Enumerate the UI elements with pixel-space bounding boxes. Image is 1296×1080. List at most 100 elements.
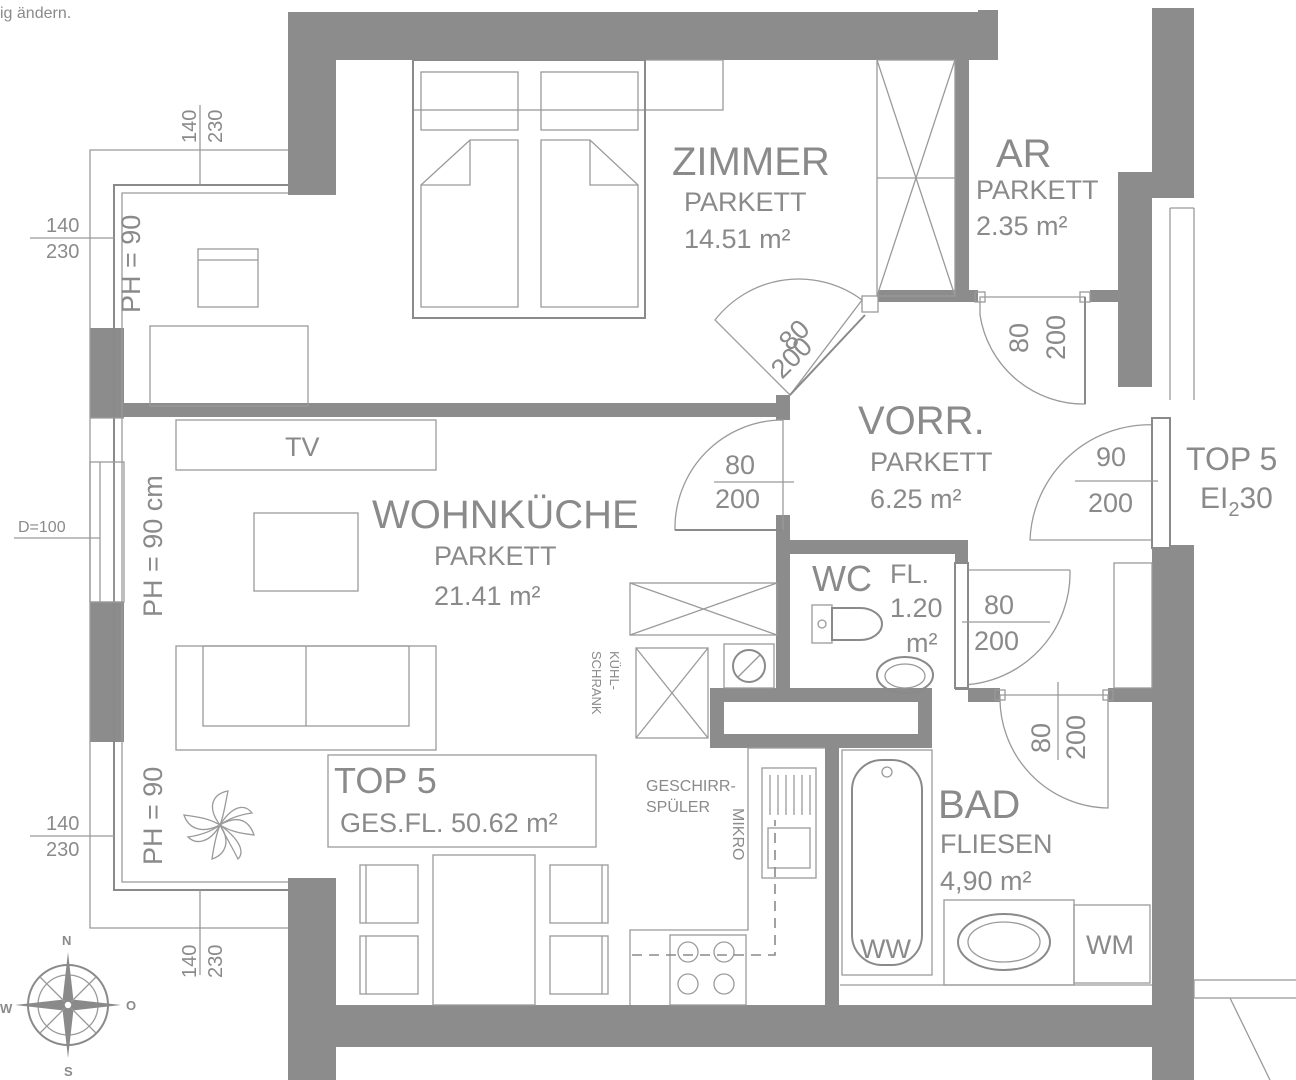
win-left-lower-a: 140: [46, 813, 79, 835]
room-bad-area: 4,90 m²: [940, 866, 1032, 896]
ph-upper: PH = 90: [116, 215, 146, 313]
walls: [90, 8, 1194, 1080]
bath-sink: [943, 899, 1075, 986]
room-bad-name: BAD: [938, 783, 1020, 827]
wall-top: [288, 12, 998, 60]
room-wc-floor: FL.: [890, 559, 929, 589]
unit-door-rating: EI230: [1200, 482, 1273, 521]
wall-zimmer-wohn: [120, 403, 785, 417]
bathtub: [841, 749, 933, 976]
win-left-upper-a: 140: [46, 215, 79, 237]
shoe-cabinet: [1113, 562, 1153, 689]
header-note: ig ändern.: [0, 5, 71, 22]
door-wohn[interactable]: 80 200: [674, 419, 794, 531]
door-entry[interactable]: 90 200: [1029, 417, 1171, 549]
door-zimmer[interactable]: 80 200: [714, 278, 879, 396]
win-top-b: 230: [205, 110, 227, 143]
cooktop: [669, 934, 747, 1006]
micro-label: MIKRO: [729, 808, 746, 860]
door-wc[interactable]: 80 200: [954, 562, 1071, 689]
room-zimmer-area: 14.51 m²: [684, 224, 791, 254]
desk: [149, 325, 309, 407]
dishwasher-label-1: GESCHIRR-: [646, 778, 736, 795]
washing-machine: [1073, 904, 1151, 984]
wall-right-lower: [1152, 545, 1194, 1080]
kitchen-counter: [629, 747, 825, 1005]
room-bad-floor: FLIESEN: [940, 829, 1053, 859]
dishwasher-label-2: SPÜLER: [646, 798, 710, 816]
compass-n: N: [62, 933, 71, 948]
room-wohn-floor: PARKETT: [434, 541, 557, 571]
compass-icon: [15, 952, 121, 1058]
wc-sink: [876, 656, 934, 694]
door-wc-h: 200: [974, 626, 1019, 656]
coffee-table: [253, 512, 359, 592]
win-top-a: 140: [179, 110, 201, 143]
ph-middle: PH = 90 cm: [138, 475, 168, 617]
tv-label: TV: [285, 432, 320, 462]
fridge: [635, 647, 709, 739]
wm-label: WM: [1086, 930, 1134, 960]
room-zimmer-floor: PARKETT: [684, 187, 807, 217]
sofa: [175, 645, 437, 751]
dishwasher-outline: [632, 820, 776, 956]
door-entry-w: 90: [1096, 442, 1126, 472]
unit-door-label: TOP 5: [1186, 441, 1277, 477]
wall-zimmer-ar: [955, 60, 969, 295]
room-ar-name: AR: [996, 132, 1052, 176]
door-bad[interactable]: 80 200: [994, 682, 1114, 809]
room-zimmer-name: ZIMMER: [672, 140, 830, 184]
room-wohn-area: 21.41 m²: [434, 581, 541, 611]
room-ar-area: 2.35 m²: [976, 211, 1068, 241]
fridge-label-1: KÜHL-: [607, 651, 622, 690]
room-vorr-area: 6.25 m²: [870, 484, 962, 514]
win-left-lower-b: 230: [46, 839, 79, 861]
tv-board: [175, 419, 437, 471]
wall-wc-top: [776, 540, 968, 554]
compass-s: S: [64, 1064, 73, 1079]
chairs: [359, 864, 609, 995]
door-ar[interactable]: 80 200: [974, 291, 1091, 405]
door-wc-w: 80: [984, 590, 1014, 620]
dining-table: [432, 854, 536, 1006]
door-wohn-h: 200: [715, 484, 760, 514]
water-heater: [723, 643, 775, 689]
window-dims: 140 230 140 230 D=100 140 230 140 230: [14, 105, 227, 978]
fridge-label-2: SCHRANK: [589, 651, 604, 715]
ph-lower: PH = 90: [138, 767, 168, 865]
door-bad-h: 200: [1061, 715, 1091, 760]
wall-right-upper: [1152, 8, 1194, 198]
room-wc-area-value: 1.20: [890, 593, 943, 623]
kitchen-sink: [761, 767, 817, 879]
wardrobe: [876, 59, 956, 297]
plant-icon: [183, 790, 255, 861]
wall-wc-left: [776, 540, 790, 690]
room-wc-area-unit: m²: [906, 628, 937, 658]
unit-total-area: GES.FL. 50.62 m²: [340, 808, 558, 838]
toilet: [811, 604, 883, 644]
door-entry-h: 200: [1088, 488, 1133, 518]
room-ar-floor: PARKETT: [976, 175, 1099, 205]
compass-o: O: [126, 998, 136, 1013]
unit-summary-box: [327, 754, 597, 848]
door-ar-w: 80: [1004, 323, 1034, 353]
room-wc-name: WC: [812, 558, 872, 599]
wall-bottom-left-pier: [288, 878, 336, 1080]
win-left-upper-b: 230: [46, 241, 79, 263]
win-bottom-a: 140: [179, 945, 201, 978]
wall-left-pier-lower: [90, 602, 124, 742]
wall-bad-left: [825, 748, 839, 1008]
door-ar-h: 200: [1041, 315, 1071, 360]
compass-w: W: [0, 1001, 13, 1016]
room-vorr-floor: PARKETT: [870, 447, 993, 477]
unit-title: TOP 5: [334, 760, 437, 801]
wall-left-pier-upper: [90, 328, 124, 418]
door-bad-w: 80: [1026, 723, 1056, 753]
kitchen-cabinet: [629, 582, 778, 636]
door-d-label: D=100: [18, 519, 66, 536]
wall-bottom: [288, 1005, 1163, 1047]
room-vorr-name: VORR.: [858, 399, 985, 443]
door-wohn-w: 80: [725, 450, 755, 480]
nightstand: [197, 248, 259, 308]
